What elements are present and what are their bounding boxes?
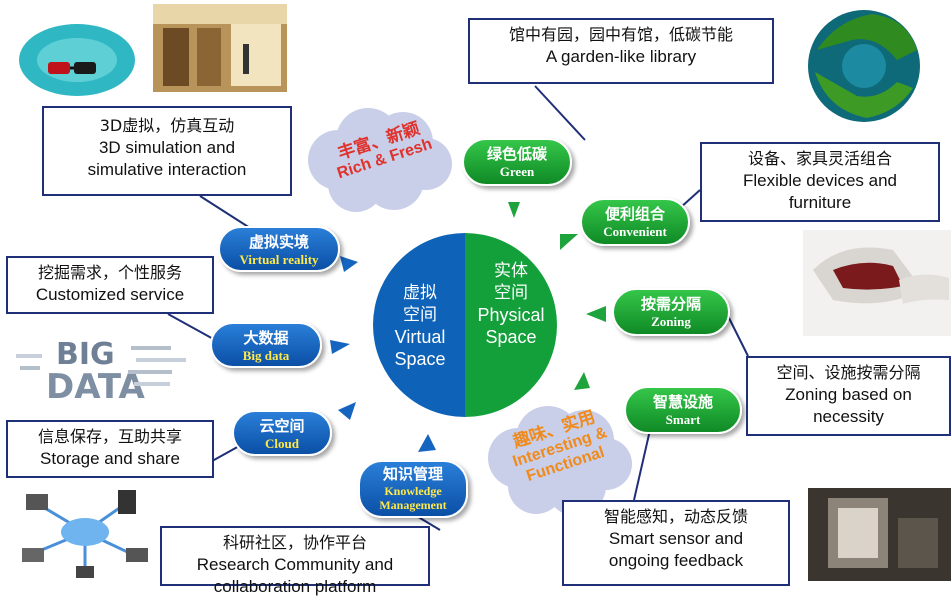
storage-en: Storage and share <box>40 449 180 468</box>
flexible-en-2: furniture <box>788 193 852 212</box>
zoning-zh: 按需分隔 <box>640 295 701 313</box>
pill-convenient: 便利组合 Convenient <box>580 198 690 246</box>
pill-knowledge: 知识管理 Knowledge Management <box>358 460 468 518</box>
zoning-en: Zoning <box>651 314 691 329</box>
customized-zh: 挖掘需求，个性服务 <box>37 263 182 282</box>
simulation-en-2: simulative interaction <box>87 160 247 179</box>
flexible-zh: 设备、家具灵活组合 <box>747 149 892 168</box>
cloud-zh: 云空间 <box>259 417 305 435</box>
sensor-en-1: Smart sensor and <box>608 529 744 548</box>
leader-simulation <box>199 195 251 229</box>
leader-garden <box>534 85 586 141</box>
virtual-reality-zh: 虚拟实境 <box>248 233 309 251</box>
callout-simulation: 3D虚拟，仿真互动 3D simulation and simulative i… <box>42 106 292 196</box>
research-en-1: Research Community and <box>196 555 394 574</box>
zoning-desc-zh: 空间、设施按需分隔 <box>776 363 921 382</box>
virtual-en-2: Space <box>394 349 446 369</box>
zoning-desc-en-1: Zoning based on <box>785 385 912 404</box>
knowledge-en-2: Management <box>379 498 447 512</box>
virtual-zh-1: 虚拟 <box>403 283 437 303</box>
zoning-desc-en-2: necessity <box>813 407 884 426</box>
knowledge-zh: 知识管理 <box>382 465 443 483</box>
connectors-layer <box>167 85 749 531</box>
vr-glasses-image <box>18 22 136 98</box>
callout-sensor: 智能感知，动态反馈 Smart sensor and ongoing feedb… <box>562 500 790 586</box>
pill-zoning: 按需分隔 Zoning <box>612 288 730 336</box>
callout-flexible: 设备、家具灵活组合 Flexible devices and furniture <box>700 142 940 222</box>
physical-en-2: Space <box>485 327 537 347</box>
arrow-cloud <box>338 402 356 420</box>
physical-en-1: Physical <box>477 305 545 325</box>
flexible-en-1: Flexible devices and <box>742 171 898 190</box>
smart-en: Smart <box>665 412 701 427</box>
knowledge-en-1: Knowledge <box>384 484 442 498</box>
arrow-zoning <box>586 306 606 322</box>
callout-zoning: 空间、设施按需分隔 Zoning based on necessity <box>746 356 951 436</box>
storage-zh: 信息保存，互助共享 <box>37 427 182 446</box>
big-word: BIG <box>56 337 115 372</box>
virtual-space-label: 虚拟 空间 Virtual Space <box>380 282 460 370</box>
leader-zoning <box>727 315 749 357</box>
interesting-cloud <box>480 400 636 520</box>
rich-fresh-cloud <box>298 100 458 218</box>
convenient-zh: 便利组合 <box>604 205 665 223</box>
arrow-knowledge <box>418 434 436 452</box>
sensor-zh: 智能感知，动态反馈 <box>603 507 748 526</box>
smart-device-image <box>808 488 951 581</box>
pill-big-data: 大数据 Big data <box>210 322 322 368</box>
research-en-2: collaboration platform <box>213 577 377 596</box>
arrow-virtual-reality <box>340 256 358 272</box>
pill-green: 绿色低碳 Green <box>462 138 572 186</box>
sensor-en-2: ongoing feedback <box>608 551 744 570</box>
callout-storage: 信息保存，互助共享 Storage and share <box>6 420 214 478</box>
garden-en: A garden-like library <box>545 47 697 66</box>
callout-garden: 馆中有园，园中有馆，低碳节能 A garden-like library <box>468 18 774 84</box>
arrow-big-data <box>330 340 350 354</box>
customized-en: Customized service <box>35 285 185 304</box>
convenient-en: Convenient <box>603 224 667 239</box>
pill-virtual-reality: 虚拟实境 Virtual reality <box>218 226 340 272</box>
cloud-en: Cloud <box>265 436 299 451</box>
virtual-reality-en: Virtual reality <box>239 252 319 267</box>
research-zh: 科研社区，协作平台 <box>222 533 367 552</box>
physical-zh-2: 空间 <box>494 283 528 303</box>
green-earth-image <box>797 0 931 126</box>
big-data-wordcloud-image: BIG DATA <box>16 336 196 407</box>
furniture-image <box>803 230 951 336</box>
center-circle <box>370 230 560 420</box>
green-en: Green <box>499 164 535 179</box>
pill-cloud: 云空间 Cloud <box>232 410 332 456</box>
arrow-convenient <box>560 234 578 250</box>
callout-research: 科研社区，协作平台 Research Community and collabo… <box>160 526 430 596</box>
callout-customized: 挖掘需求，个性服务 Customized service <box>6 256 214 314</box>
physical-zh-1: 实体 <box>494 261 528 281</box>
leader-sensor <box>633 429 651 501</box>
pill-smart: 智慧设施 Smart <box>624 386 742 434</box>
big-data-zh: 大数据 <box>243 329 289 347</box>
green-zh: 绿色低碳 <box>486 145 547 163</box>
arrow-smart <box>574 372 590 390</box>
physical-space-label: 实体 空间 Physical Space <box>466 260 556 348</box>
arrow-green <box>508 202 520 218</box>
simulation-zh: 3D虚拟，仿真互动 <box>99 116 235 135</box>
simulation-en-1: 3D simulation and <box>98 138 236 157</box>
big-data-en: Big data <box>242 348 290 363</box>
virtual-en-1: Virtual <box>394 327 446 347</box>
library-interior-image <box>153 4 287 92</box>
virtual-zh-2: 空间 <box>403 305 437 325</box>
smart-zh: 智慧设施 <box>652 393 713 411</box>
garden-zh: 馆中有园，园中有馆，低碳节能 <box>508 25 733 44</box>
cloud-network-image <box>18 484 152 581</box>
